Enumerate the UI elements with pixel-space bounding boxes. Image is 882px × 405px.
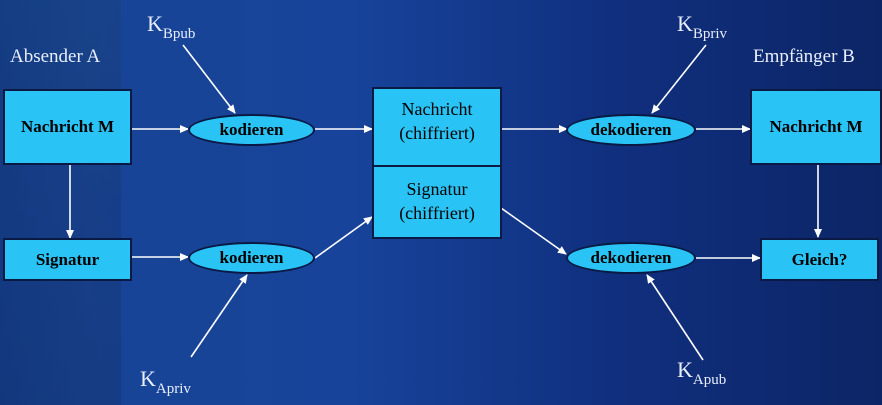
key-ka-pub-sub: Apub [692, 372, 727, 388]
key-kb-priv-sub: Bpriv [692, 26, 728, 42]
receiver-message-box: Nachricht M [750, 89, 882, 165]
encode-top-ellipse: kodieren [188, 114, 315, 146]
key-kb-priv: KBpriv [677, 12, 727, 46]
encrypted-signature-text: Signatur (chiffriert) [399, 179, 475, 223]
key-ka-priv-sub: Apriv [155, 381, 191, 397]
encrypted-message-text: Nachricht (chiffriert) [399, 99, 475, 143]
encrypted-box-divider [374, 165, 500, 167]
key-ka-pub-base: K [677, 357, 693, 382]
message-box: Nachricht M [3, 89, 132, 165]
key-kb-pub-sub: Bpub [162, 26, 196, 42]
decode-top-ellipse: dekodieren [566, 114, 696, 146]
encode-bottom-ellipse: kodieren [188, 242, 315, 274]
arrow-kapub-to-decode [646, 274, 704, 361]
key-ka-priv: KApriv [140, 367, 191, 401]
arrow-kapriv-to-encode [190, 274, 248, 358]
key-kb-priv-base: K [677, 11, 693, 36]
arrow-kbpriv-to-decode [651, 44, 707, 114]
arrow-encrypted-signature-to-decode [500, 207, 567, 255]
sender-label: Absender A [10, 46, 101, 67]
compare-box: Gleich? [760, 238, 879, 281]
decode-bottom-ellipse: dekodieren [566, 242, 696, 274]
arrow-encode-to-encrypted-signature [314, 216, 373, 259]
key-ka-priv-base: K [140, 366, 156, 391]
key-kb-pub-base: K [147, 11, 163, 36]
key-kb-pub: KBpub [147, 12, 195, 46]
signature-box: Signatur [3, 238, 132, 281]
encrypted-box: Nachricht (chiffriert) Signatur (chiffri… [372, 87, 502, 239]
arrow-kbpub-to-encode [182, 44, 236, 114]
key-ka-pub: KApub [677, 358, 726, 392]
receiver-label: Empfänger B [753, 46, 855, 67]
